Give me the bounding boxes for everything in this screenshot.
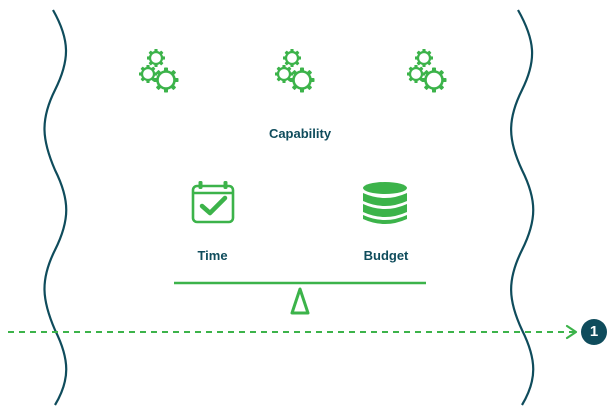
gears-icon-center (275, 49, 315, 93)
fulcrum-triangle-icon (290, 287, 310, 315)
gears-icon-right (407, 49, 447, 93)
step-number-badge: 1 (581, 319, 607, 345)
time-label: Time (197, 248, 228, 263)
coin-stack-icon (363, 182, 407, 224)
budget-label: Budget (363, 248, 409, 263)
gears-icon-left (139, 49, 179, 93)
right-wavy-boundary (510, 9, 535, 406)
capability-label: Capability (268, 126, 332, 141)
calendar-check-icon (191, 181, 235, 224)
arrow-head-icon (565, 324, 578, 340)
left-wavy-boundary (43, 9, 68, 406)
